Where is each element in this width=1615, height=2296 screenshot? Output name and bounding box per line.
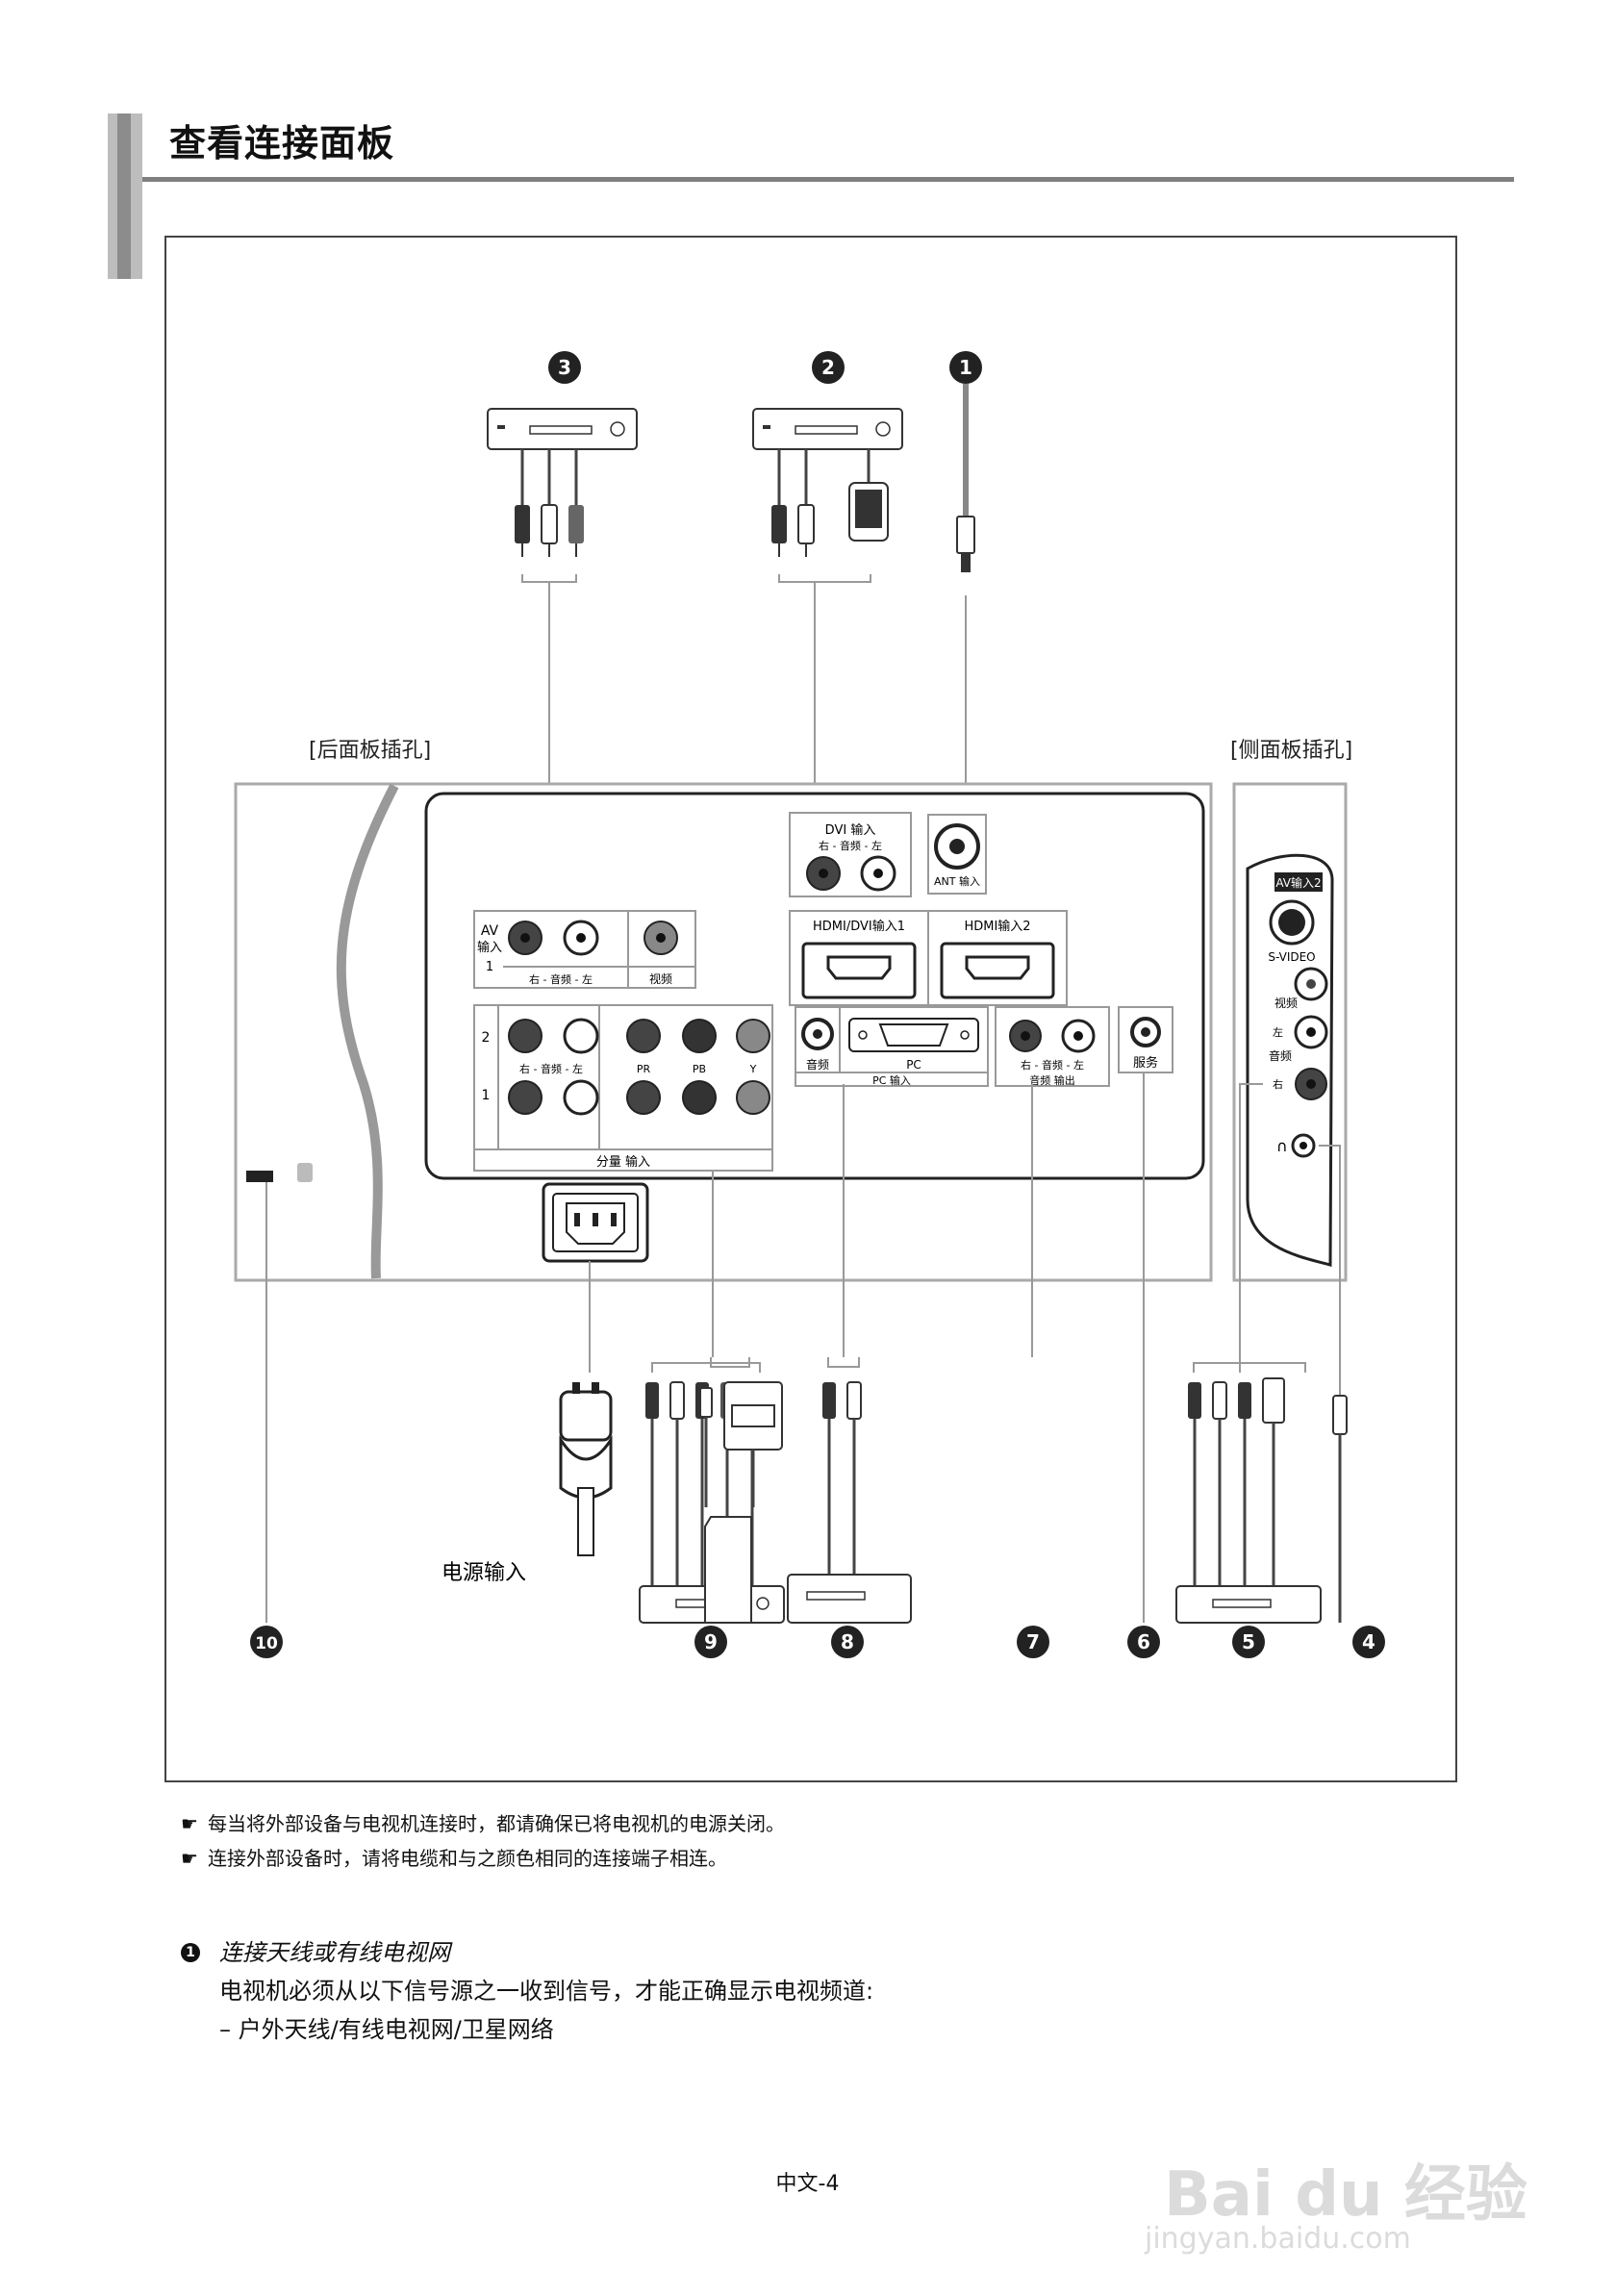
svg-text:6: 6 [1137,1630,1150,1653]
callout-1: 1 [949,351,982,384]
connection-diagram-frame: 3 2 1 [164,236,1457,1782]
pb-label: PB [693,1063,706,1075]
av-in-number: 1 [486,960,493,974]
svg-text:5: 5 [1242,1630,1255,1653]
av2-audio-label: 右 - 音频 - 左 [519,1062,583,1075]
svg-text:9: 9 [704,1630,718,1653]
rear-panel-curve [336,783,399,1279]
pr-label: PR [637,1063,651,1075]
audio-out-label: 音频 输出 [1029,1073,1075,1087]
page-title: 查看连接面板 [169,122,395,164]
notes: ☛ 每当将外部设备与电视机连接时，都请确保已将电视机的电源关闭。 ☛ 连接外部设… [181,1806,785,1876]
comp1-audio-right-jack[interactable] [508,1080,543,1115]
pc-in-label: PC 输入 [872,1073,911,1087]
section-antenna: 1 连接天线或有线电视网 电视机必须从以下信号源之一收到信号，才能正确显示电视频… [181,1933,873,2049]
hdmi2-label: HDMI输入2 [964,919,1030,934]
section-heading-text: 连接天线或有线电视网 [219,1939,450,1966]
side-panel-body [1246,853,1334,1267]
av1-audio-label: 右 - 音频 - 左 [529,972,593,986]
component-row-1: 1 [482,1088,491,1103]
svg-text:4: 4 [1362,1630,1375,1653]
comp1-pr-jack[interactable] [626,1080,661,1115]
component-row-2: 2 [482,1030,491,1046]
dvd-player-3-icon [487,408,638,557]
svg-text:10: 10 [255,1634,278,1653]
note-text: 每当将外部设备与电视机连接时，都请确保已将电视机的电源关闭。 [208,1812,785,1835]
pc-audio-label: 音频 [806,1057,829,1072]
pointing-hand-icon: ☛ [181,1847,198,1870]
svg-text:7: 7 [1026,1630,1040,1653]
note-item: ☛ 每当将外部设备与电视机连接时，都请确保已将电视机的电源关闭。 [181,1806,785,1841]
side-panel-label: [侧面板插孔] [1230,739,1352,763]
callout-10: 10 [250,1626,283,1658]
connection-diagram: 3 2 1 [234,351,1385,1658]
kensington-slot [246,1171,273,1182]
dvi-in-label: DVI 输入 [825,822,876,838]
comp2-pr-jack[interactable] [626,1019,661,1053]
service-label: 服务 [1133,1055,1158,1071]
dvi-audio-label: 右 - 音频 - 左 [819,839,882,852]
comp1-pb-jack[interactable] [682,1080,717,1115]
side-right-label: 右 [1273,1077,1283,1091]
page-footer: 中文-4 [775,2172,840,2196]
svg-text:3: 3 [558,356,571,379]
power-plug-icon [559,1382,613,1556]
comp1-audio-left-jack[interactable] [563,1079,599,1116]
y-label: Y [749,1063,757,1075]
note-item: ☛ 连接外部设备时，请将电缆和与之颜色相同的连接端子相连。 [181,1841,785,1876]
watermark-url: jingyan.baidu.com [1145,2222,1411,2256]
rear-panel-label: [后面板插孔] [309,739,431,763]
pc-cables-8 [699,1357,783,1624]
callout-8: 8 [831,1626,864,1658]
callout-5: 5 [1232,1626,1265,1658]
kensington-lock-icon [297,1163,313,1182]
side-audio-label: 音频 [1269,1048,1292,1063]
av-in-label: AV [481,923,499,939]
side-av-in2-label: AV输入2 [1275,875,1321,890]
pc-label: PC [906,1058,921,1072]
dvd-player-2-icon [752,408,903,557]
section-number: 1 [181,1943,200,1962]
pointing-hand-icon: ☛ [181,1812,198,1835]
av-device-5 [1175,1362,1322,1624]
svg-text:1: 1 [959,356,972,379]
s-video-label: S-VIDEO [1268,950,1315,964]
section-line-1: 电视机必须从以下信号源之一收到信号，才能正确显示电视频道: [219,1978,874,2005]
watermark-brand: Bai du 经验 [1164,2159,1527,2231]
section-heading: 1 连接天线或有线电视网 [181,1933,873,1972]
comp2-y-jack[interactable] [736,1019,770,1053]
antenna-cable-icon [956,384,975,572]
av1-video-label: 视频 [649,971,672,986]
callout-3: 3 [548,351,581,384]
headphone-plug-4 [1332,1395,1348,1623]
callout-7: 7 [1017,1626,1049,1658]
av2-audio-left-jack[interactable] [563,1018,599,1054]
comp1-y-jack[interactable] [736,1080,770,1115]
side-video-label: 视频 [1274,996,1298,1010]
callout-2: 2 [812,351,845,384]
audio-out-rl-label: 右 - 音频 - 左 [1021,1058,1084,1072]
title-accent-bar [108,114,142,279]
hdmi1-label: HDMI/DVI输入1 [813,919,905,934]
baidu-watermark: Bai du 经验 jingyan.baidu.com [1145,2068,1529,2260]
side-left-label: 左 [1273,1026,1283,1039]
note-text: 连接外部设备时，请将电缆和与之颜色相同的连接端子相连。 [208,1847,727,1870]
callout-4: 4 [1352,1626,1385,1658]
callout-9: 9 [694,1626,727,1658]
comp2-pb-jack[interactable] [682,1019,717,1053]
callout-6: 6 [1127,1626,1160,1658]
component-in-label: 分量 输入 [596,1154,650,1170]
power-in-label: 电源输入 [442,1561,526,1585]
section-line-2: – 户外天线/有线电视网/卫星网络 [219,2016,554,2043]
svg-text:2: 2 [821,356,835,379]
ant-in-label: ANT 输入 [934,874,980,888]
headphone-icon: ∩ [1276,1137,1288,1155]
av-in-label-2: 输入 [477,940,502,955]
svg-text:8: 8 [841,1630,854,1653]
title-rule [142,177,1514,182]
av2-audio-right-jack[interactable] [508,1019,543,1053]
audio-device-7 [787,1357,912,1624]
